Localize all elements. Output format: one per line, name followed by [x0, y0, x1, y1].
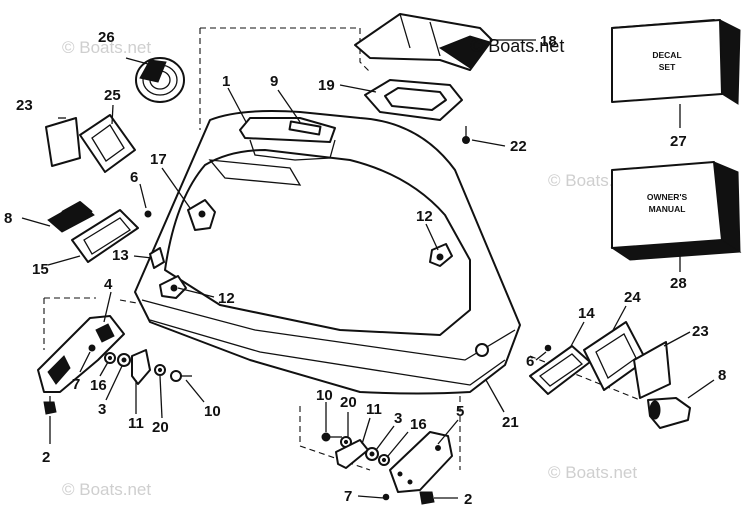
callout-18: 18	[540, 33, 557, 50]
bracket-4	[37, 315, 125, 393]
callout-8-right: 8	[718, 367, 726, 384]
bolt-2-right	[419, 491, 435, 505]
callout-9: 9	[270, 73, 278, 90]
decal-set-book: DECAL SET	[611, 19, 741, 105]
callout-11-lower: 11	[366, 401, 382, 418]
washer-16-left	[104, 352, 116, 364]
decal-23-right	[633, 341, 671, 399]
callout-2-left: 2	[42, 449, 50, 466]
cover-grommet	[475, 343, 489, 357]
callout-27: 27	[670, 133, 687, 150]
watermark-on-part-18: © Boats.net	[470, 36, 564, 56]
callout-20-left: 20	[152, 419, 169, 436]
bolt-10-lower	[321, 432, 342, 442]
callout-22: 22	[510, 138, 527, 155]
callout-11-left: 11	[128, 415, 144, 432]
callout-12-upper: 12	[416, 208, 433, 225]
latch-12-lower	[159, 275, 187, 299]
callout-labels: 1 2 2 3 3 4 5 6 6 7 7 8 8 9 10 10 11 11 …	[4, 29, 726, 508]
bolt-7-left	[88, 344, 96, 352]
leader-lines	[21, 39, 715, 499]
callout-17: 17	[150, 151, 167, 168]
callout-13: 13	[112, 247, 129, 264]
callout-10-left: 10	[204, 403, 221, 420]
handle-pad-15	[71, 209, 139, 263]
bolt-7-lower	[382, 493, 390, 501]
assembly-line-lower-left	[299, 406, 371, 471]
washer-3-left	[117, 353, 131, 367]
seal-19	[364, 79, 463, 121]
callout-14: 14	[578, 305, 595, 322]
bolt-2-left	[43, 396, 57, 415]
callout-24: 24	[624, 289, 641, 306]
callout-12-lower: 12	[218, 290, 235, 307]
watermark-bottom-right: © Boats.net	[548, 463, 637, 482]
callout-7-lower: 7	[344, 488, 352, 505]
callout-5: 5	[456, 403, 464, 420]
callout-10-lower: 10	[316, 387, 333, 404]
latch-17	[187, 199, 216, 231]
washer-20-left	[154, 364, 166, 376]
callout-23-left: 23	[16, 97, 33, 114]
callout-6-right: 6	[526, 353, 534, 370]
bracket-5	[389, 431, 453, 493]
motor-cover	[134, 110, 521, 395]
grip-8-right	[647, 397, 691, 429]
starter-rope-26	[135, 57, 185, 103]
callout-7-left: 7	[72, 376, 80, 393]
owners-manual-line2: MANUAL	[649, 204, 686, 214]
callout-3-lower: 3	[394, 410, 402, 427]
decal-set-line1: DECAL	[652, 50, 681, 60]
handle-pad-14	[529, 345, 591, 395]
owners-manual-book: OWNER'S MANUAL	[610, 161, 742, 261]
gasket-25	[79, 114, 136, 173]
decal-set-line2: SET	[659, 62, 676, 72]
owners-manual-line1: OWNER'S	[647, 192, 688, 202]
screw-22	[462, 126, 470, 144]
watermark-top-left: © Boats.net	[62, 38, 151, 57]
callout-19: 19	[318, 77, 335, 94]
callout-2-right: 2	[464, 491, 472, 508]
callout-16-left: 16	[90, 377, 107, 394]
screw-6-right	[544, 344, 552, 352]
callout-23-right: 23	[692, 323, 709, 340]
decal-23-left	[45, 117, 81, 167]
callout-21: 21	[502, 414, 519, 431]
callout-28: 28	[670, 275, 687, 292]
bolt-10-left	[170, 370, 192, 382]
callout-20-lower: 20	[340, 394, 357, 411]
callout-25: 25	[104, 87, 121, 104]
link-11-lower	[335, 439, 369, 469]
callout-4: 4	[104, 276, 113, 293]
latch-12-upper	[429, 243, 453, 267]
callout-15: 15	[32, 261, 49, 278]
screw-6-left	[144, 210, 152, 218]
callout-8-left: 8	[4, 210, 12, 227]
link-11-left	[131, 349, 151, 385]
callout-26: 26	[98, 29, 115, 46]
watermark-bottom-left: © Boats.net	[62, 480, 151, 499]
callout-6-left: 6	[130, 169, 138, 186]
air-intake-cover-18	[354, 13, 493, 71]
washer-16-lower	[378, 454, 390, 466]
callout-1: 1	[222, 73, 230, 90]
grip-8-left	[47, 201, 95, 233]
plug-13	[149, 247, 165, 269]
assembly-line-top	[200, 27, 371, 73]
washer-3-lower	[365, 447, 379, 461]
callout-16-lower: 16	[410, 416, 427, 433]
callout-3-left: 3	[98, 401, 106, 418]
